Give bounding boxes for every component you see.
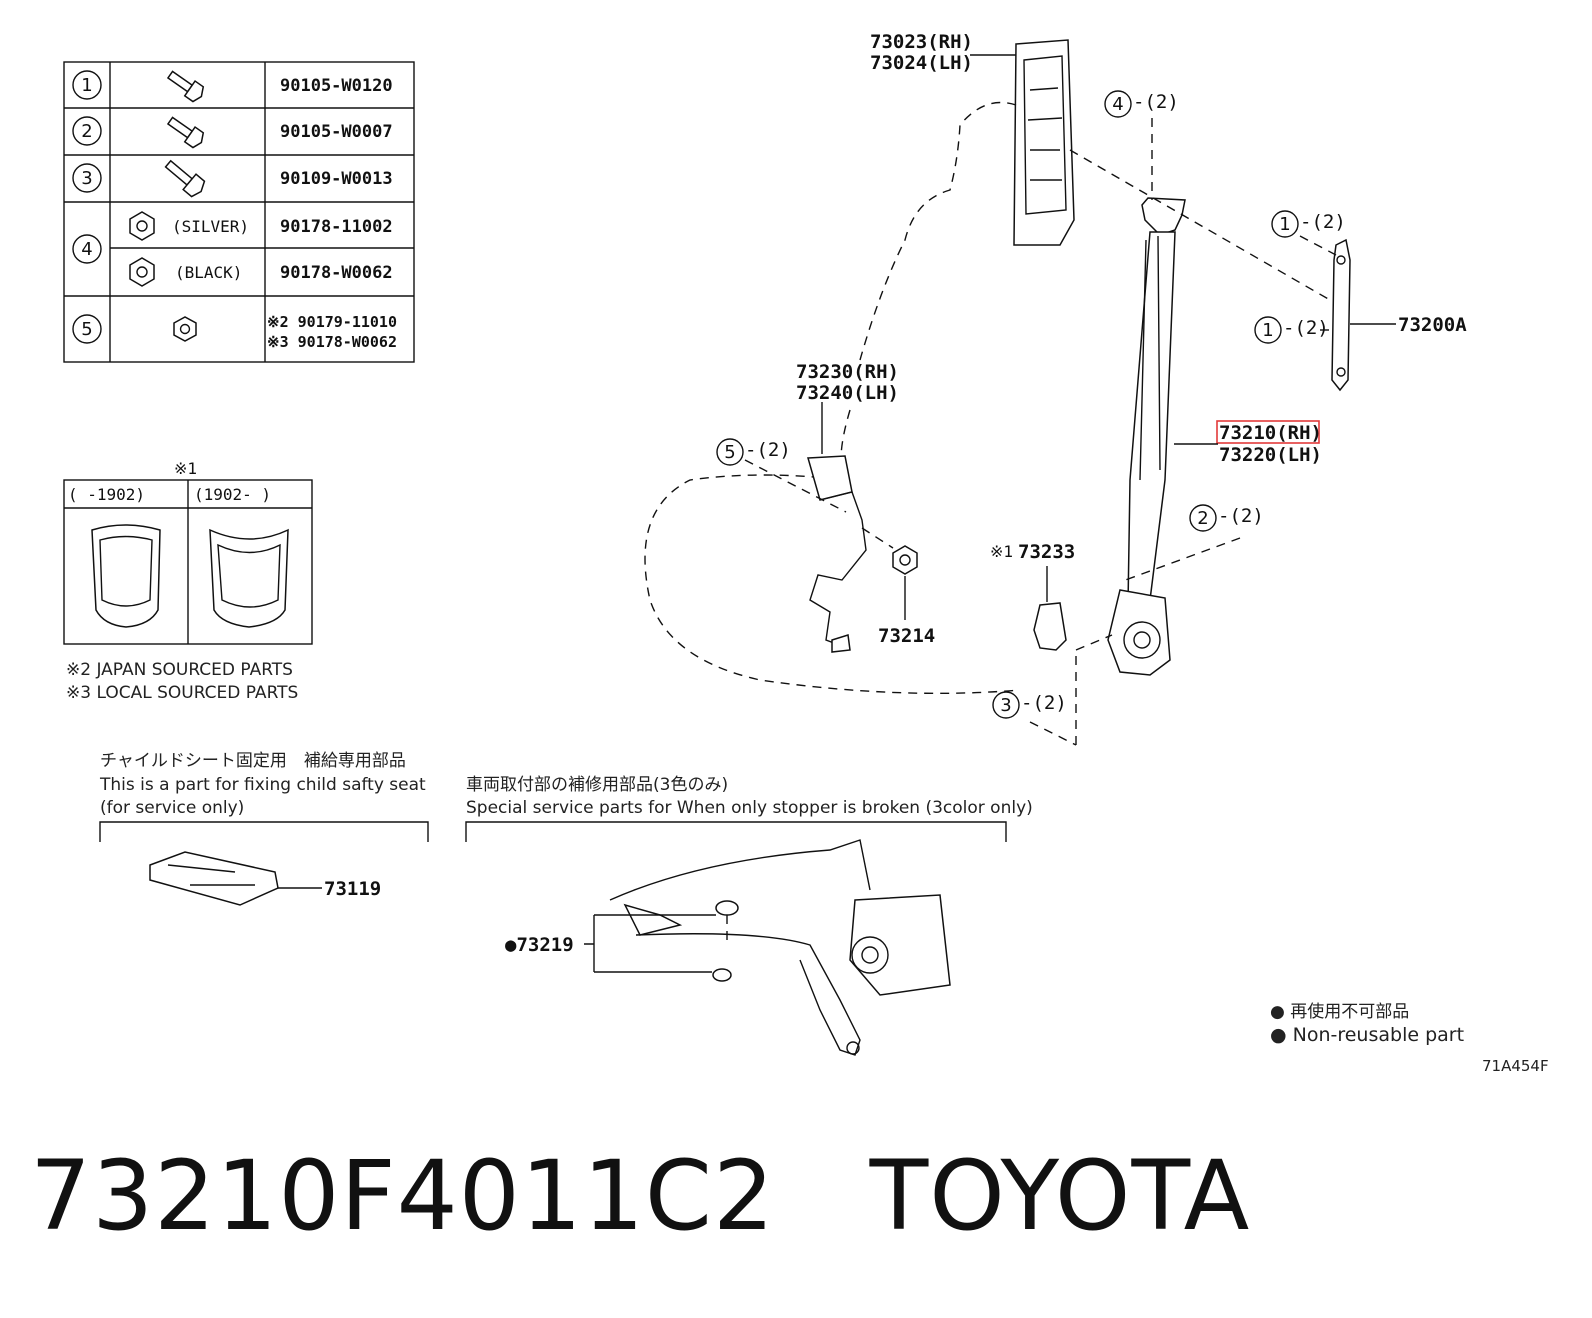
cover-col2-label: (1902- ) — [194, 485, 271, 504]
child-seat-en1: This is a part for fixing child safty se… — [99, 775, 426, 795]
svg-text:-(2): -(2) — [745, 439, 791, 461]
nut-icon — [173, 316, 197, 342]
callout-5-group: 5 -(2) — [716, 438, 847, 513]
cover-marker: ※1 — [174, 459, 197, 478]
svg-text:1: 1 — [1262, 320, 1273, 341]
bolt-icon — [164, 159, 206, 198]
callout-73024: 73024(LH) — [870, 52, 973, 74]
callout-73220: 73220(LH) — [1219, 444, 1322, 466]
pillar-garnish-drawing — [1013, 39, 1075, 246]
callout-73023: 73023(RH) — [870, 31, 973, 53]
callout-2-group: 2 -(2) — [1119, 504, 1264, 583]
svg-text:3: 3 — [1000, 695, 1011, 716]
caption-title: 73210F4011C2 TOYOTA — [30, 1140, 1251, 1252]
table-index-3: 3 — [72, 163, 102, 193]
callout-73233: 73233 — [1018, 541, 1075, 563]
black-note: (BLACK) — [175, 263, 242, 282]
callout-4-group: 4 -(2) — [1104, 90, 1179, 200]
fastener-table: 1 2 3 4 5 — [63, 61, 415, 363]
cover-new-drawing — [209, 528, 289, 628]
child-seat-bracket — [99, 821, 429, 842]
legend-jp: ● 再使用不可部品 — [1270, 1001, 1409, 1022]
anchor-plate-drawing — [1331, 238, 1351, 392]
cover-old-drawing — [91, 524, 161, 628]
svg-text:-(2): -(2) — [1283, 317, 1329, 339]
callout-73230: 73230(RH) — [796, 361, 899, 383]
stopper-en: Special service parts for When only stop… — [466, 798, 1033, 818]
svg-text:3: 3 — [81, 168, 92, 189]
cover-table: ※1 ( -1902) (1902- ) — [63, 459, 313, 645]
table-index-5: 5 — [72, 314, 102, 344]
cover-73233-drawing — [1033, 602, 1067, 651]
leader-line — [1069, 149, 1331, 301]
child-seat-jp: チャイルドシート固定用 補給専用部品 — [100, 751, 406, 771]
part-number: 90178-W0062 — [280, 263, 393, 283]
footnote-local: ※3 LOCAL SOURCED PARTS — [66, 683, 298, 703]
callout-73214: 73214 — [878, 625, 935, 647]
part-number: 90105-W0007 — [280, 122, 393, 142]
nut-icon — [129, 257, 155, 287]
seat-outline — [644, 101, 1021, 695]
callout-73233-mark: ※1 — [990, 542, 1013, 561]
svg-text:5: 5 — [81, 319, 92, 340]
svg-text:2: 2 — [81, 121, 92, 142]
part-number: 90109-W0013 — [280, 169, 393, 189]
grommet-drawing — [892, 545, 918, 575]
footnote-japan: ※2 JAPAN SOURCED PARTS — [66, 660, 293, 680]
callout-3-group: 3 -(2) — [992, 634, 1113, 746]
child-seat-en2: (for service only) — [100, 798, 244, 818]
child-seat-bracket-drawing — [149, 851, 279, 906]
callout-1b-group: 1 -(2) — [1254, 316, 1336, 344]
stopper-jp: 車両取付部の補修用部品(3色のみ) — [466, 775, 728, 795]
cover-col1-label: ( -1902) — [68, 485, 145, 504]
callout-73240: 73240(LH) — [796, 382, 899, 404]
table-index-4: 4 — [72, 234, 102, 264]
silver-note: (SILVER) — [172, 217, 249, 236]
svg-text:1: 1 — [81, 75, 92, 96]
figure-code: 71A454F — [1482, 1057, 1549, 1075]
svg-text:1: 1 — [1279, 214, 1290, 235]
buckle-drawing — [807, 455, 867, 653]
highlight-box — [1216, 420, 1320, 444]
svg-text:4: 4 — [1112, 94, 1123, 115]
nut-icon — [129, 211, 155, 241]
bolt-icon — [166, 116, 205, 149]
callout-73210: 73210(RH) — [1219, 422, 1322, 444]
part-number: ※3 90178-W0062 — [267, 333, 397, 351]
table-index-1: 1 — [72, 70, 102, 100]
svg-text:5: 5 — [724, 442, 735, 463]
part-number: 90178-11002 — [280, 217, 393, 237]
bolt-icon — [166, 70, 205, 103]
callout-1a-group: 1 -(2) — [1271, 210, 1346, 256]
svg-text:-(2): -(2) — [1133, 91, 1179, 113]
svg-text:2: 2 — [1197, 508, 1208, 529]
callout-73219: ●73219 — [505, 934, 574, 956]
svg-text:4: 4 — [81, 239, 92, 260]
table-index-2: 2 — [72, 116, 102, 146]
callout-73119: 73119 — [324, 878, 381, 900]
svg-text:-(2): -(2) — [1300, 211, 1346, 233]
legend-en: ● Non-reusable part — [1270, 1024, 1464, 1046]
svg-text:-(2): -(2) — [1218, 505, 1264, 527]
part-number: 90105-W0120 — [280, 76, 393, 96]
callout-73200A: 73200A — [1398, 314, 1467, 336]
seatbelt-drawing — [1107, 197, 1186, 676]
svg-text:-(2): -(2) — [1021, 692, 1067, 714]
stopper-drawing — [609, 839, 951, 1056]
stopper-leader — [584, 914, 716, 973]
part-number: ※2 90179-11010 — [267, 313, 397, 331]
stopper-bracket — [465, 821, 1007, 842]
